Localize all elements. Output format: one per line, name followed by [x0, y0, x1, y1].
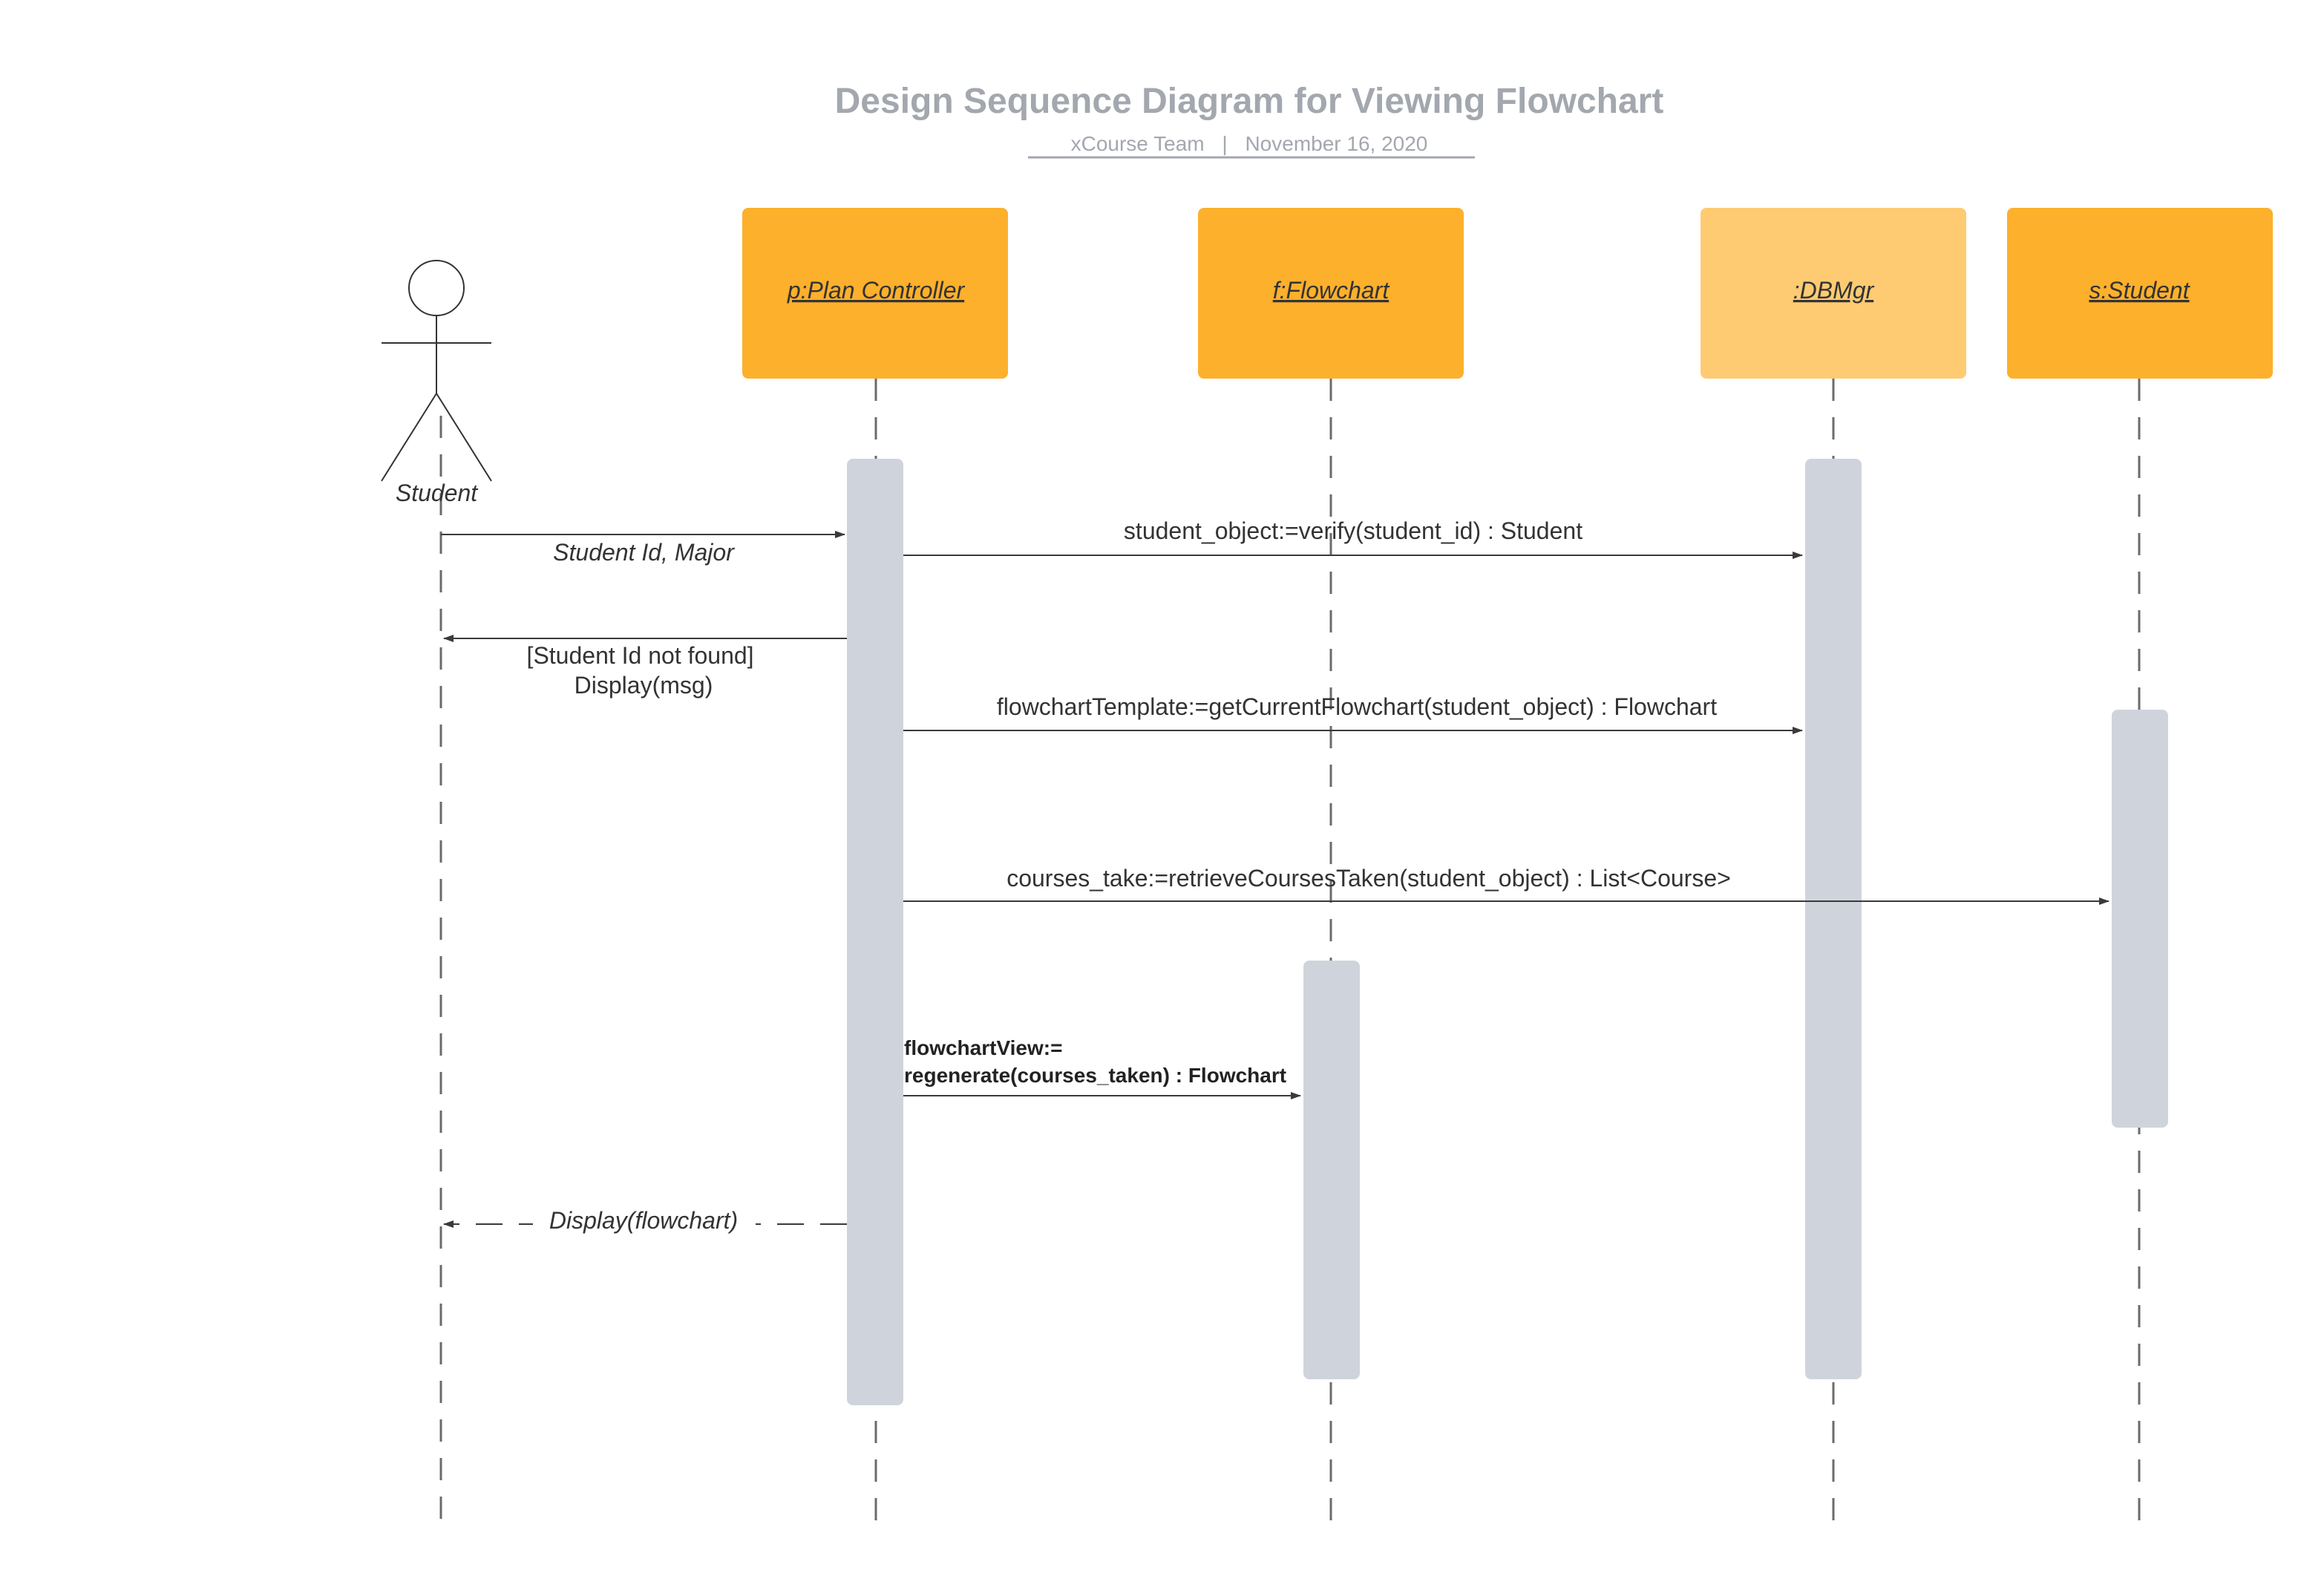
- diagram-title: Design Sequence Diagram for Viewing Flow…: [835, 82, 1664, 121]
- diagram-subtitle: xCourse Team | November 16, 2020: [1071, 132, 1428, 155]
- plan-controller-label: p:Plan Controller: [787, 277, 966, 304]
- student-object-label: s:Student: [2089, 277, 2190, 304]
- message-label-line-1: [Student Id not found]: [527, 642, 754, 669]
- message-get-current-flowchart: flowchartTemplate:=getCurrentFlowchart(s…: [903, 693, 1803, 734]
- message-label: flowchartView:= regenerate(courses_taken…: [904, 1036, 1286, 1087]
- lifeline-dbmgr: :DBMgr: [1701, 208, 1966, 379]
- activation-plan-controller: [847, 459, 903, 1405]
- message-label-backdrop: [533, 1200, 756, 1233]
- actor-label: Student: [396, 480, 478, 506]
- dbmgr-box: [1701, 208, 1966, 379]
- actor-right-leg: [436, 393, 492, 482]
- subtitle-date: November 16, 2020: [1245, 132, 1427, 155]
- message-regenerate: flowchartView:= regenerate(courses_taken…: [903, 1036, 1301, 1099]
- message-label: [Student Id not found] Display(msg): [527, 642, 761, 699]
- lifeline-student-object: s:Student: [2007, 208, 2273, 379]
- flowchart-box: [1198, 208, 1464, 379]
- activation-student-object: [2112, 710, 2168, 1128]
- message-student-id-not-found: [Student Id not found] Display(msg): [443, 635, 847, 699]
- message-label: student_object:=verify(student_id) : Stu…: [1124, 517, 1582, 544]
- dbmgr-label: :DBMgr: [1793, 277, 1875, 304]
- actor-student: Student: [381, 260, 492, 506]
- message-label-line-2: Display(msg): [575, 672, 713, 699]
- message-label: Display(flowchart): [549, 1207, 738, 1234]
- message-label: Student Id, Major: [553, 539, 735, 566]
- message-label: flowchartTemplate:=getCurrentFlowchart(s…: [997, 693, 1717, 720]
- message-label-line-1: flowchartView:=: [904, 1036, 1062, 1059]
- actor-head: [408, 260, 465, 316]
- subtitle-team: xCourse Team: [1071, 132, 1205, 155]
- message-retrieve-courses-taken: courses_take:=retrieveCoursesTaken(stude…: [903, 865, 2109, 905]
- lifeline-flowchart: f:Flowchart: [1198, 208, 1464, 379]
- plan-controller-box: [742, 208, 1008, 379]
- message-label: courses_take:=retrieveCoursesTaken(stude…: [1006, 865, 1731, 892]
- flowchart-label: f:Flowchart: [1273, 277, 1390, 304]
- actor-left-leg: [381, 393, 437, 482]
- message-student-id-major: Student Id, Major: [441, 531, 845, 566]
- message-label-line-2: regenerate(courses_taken) : Flowchart: [904, 1064, 1286, 1087]
- message-verify: student_object:=verify(student_id) : Stu…: [903, 517, 1803, 559]
- activation-flowchart: [1303, 961, 1360, 1379]
- student-object-box: [2007, 208, 2273, 379]
- message-display-flowchart: Display(flowchart): [443, 1200, 847, 1234]
- lifeline-plan-controller: p:Plan Controller: [742, 208, 1008, 379]
- subtitle-separator: |: [1222, 132, 1227, 155]
- activation-dbmgr: [1805, 459, 1862, 1379]
